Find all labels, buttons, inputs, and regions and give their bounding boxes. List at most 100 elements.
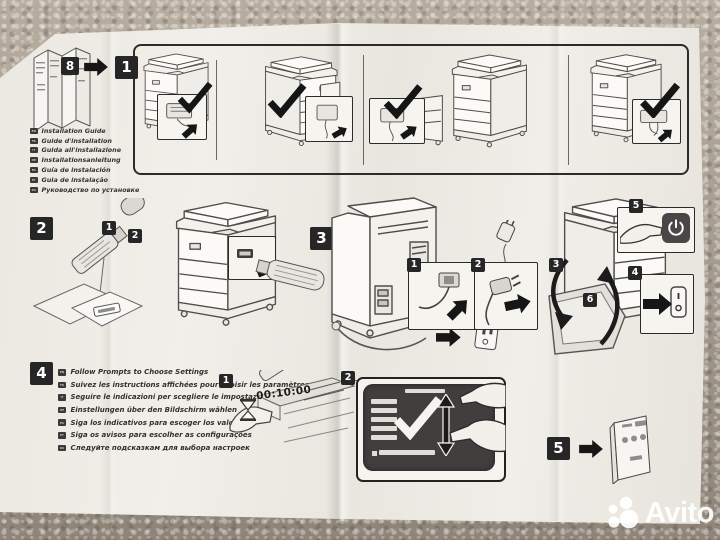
language-code-icon: RU [30,186,38,193]
instruction-label: Следуйте подсказкам для выбора настроек [70,443,250,452]
checkmark-icon [177,78,213,114]
usb-drive-and-envelope-illustration [32,198,145,327]
language-title-label: Руководство по установке [41,185,140,194]
power-sub-3-badge: 3 [549,258,563,272]
language-code-icon: IT [58,394,66,401]
power-plug-icon [485,274,533,326]
usb-port-icon [237,249,275,279]
language-title-label: Guida all'installazione [41,146,122,155]
watermark-brand-label: Avito [645,496,714,529]
language-title-label: Installation Guide [41,126,106,135]
instruction-row: RU Следуйте подсказкам для выбора настрое… [58,442,309,455]
power-sub-5-badge: 5 [629,199,643,213]
instruction-label: Seguire le indicazioni per scegliere le … [70,393,272,402]
arrow-right-icon [579,440,603,458]
power-button-panel [617,207,695,253]
marketplace-watermark: Avito [604,494,714,532]
language-code-icon: ES [58,419,66,426]
rocker-switch-icon [643,286,687,318]
instruction-row: ES Siga los indicativos para escoger los … [58,416,309,429]
step-2-sub-2-badge: 2 [128,229,142,243]
instruction-label: Siga los indicativos para escoger los va… [70,418,246,427]
usb-drive-large-icon [255,259,325,291]
panel-divider [568,55,569,165]
arrow-right-icon [84,58,108,76]
language-title-label: Installationsanleitung [41,156,121,165]
language-code-icon: DE [58,406,66,414]
menu-item-bar [371,417,397,422]
cord-connector-icon [496,220,516,266]
language-code-icon: DE [30,157,38,164]
step-4-sub-1-badge: 1 [219,374,233,388]
menu-item-bar [371,399,397,404]
power-sub-6-badge: 6 [583,293,597,307]
step-3-badge: 3 [310,227,333,250]
language-title-label: Guia de instalação [41,175,109,184]
language-code-icon: PT [30,176,38,183]
step-8-badge: 8 [61,57,79,75]
step-4-badge: 4 [30,362,53,385]
panel-divider [363,55,364,165]
language-code-icon: PT [58,432,66,439]
language-title-label: Guide d'installation [41,136,112,145]
panel-divider [216,60,217,160]
step-4-instruction-list: EN Follow Prompts to Choose Settings FR Su… [58,366,309,454]
avito-logo-icon [608,496,639,529]
screen-title-bar [405,389,445,393]
instruction-row: IT Seguire le indicazioni per scegliere l… [58,391,309,404]
instruction-row: PT Siga os avisos para escolher as config… [58,429,309,442]
instruction-row: EN Follow Prompts to Choose Settings [58,366,309,379]
power-cord-inset [408,262,480,330]
hands-tapping-icon [449,382,506,453]
instruction-label: Siga os avisos para escolher as configur… [70,431,252,440]
cable-detail-icon [316,104,350,141]
language-code-icon: ES [30,167,38,174]
power-sub-4-badge: 4 [628,266,642,280]
menu-item-bar [371,435,397,440]
language-code-icon: EN [30,127,38,134]
checkmark-icon [639,80,681,118]
step-1-badge: 1 [115,56,138,79]
scroll-arrow-icon [437,394,455,456]
selected-item-bar [379,450,435,455]
instruction-row: FR Suivez les instructions affichées pour… [58,379,309,392]
menu-item-bar [371,426,397,431]
power-icon [668,219,684,236]
step-5-badge: 5 [547,437,570,460]
step-3-sub-2-badge: 2 [471,258,485,272]
hand-pressing-icon [620,223,663,244]
language-code-icon: IT [30,147,38,154]
checkmark-icon [267,80,307,118]
power-cord-icon [418,272,474,325]
language-code-icon: FR [30,137,38,144]
touchscreen-panel [356,377,506,482]
detail-inset-3 [369,98,425,144]
step-4-sub-2-badge: 2 [341,371,355,385]
menu-item-bar [371,408,397,413]
main-switch-inset [640,274,694,334]
detail-inset-2 [305,96,353,142]
language-title-label: Guía de instalación [41,166,111,175]
power-button [662,213,690,243]
door-open-close-illustration [548,258,626,355]
checkbox-icon [371,450,378,457]
wait-timer-illustration [229,370,356,443]
language-code-icon: RU [58,444,66,452]
instruction-label: Suivez les instructions affichées pour c… [70,380,309,389]
step-2-sub-1-badge: 1 [102,221,116,235]
folded-pamphlet-icon [33,47,91,133]
language-code-icon: FR [58,381,66,389]
step-3-sub-1-badge: 1 [407,258,421,272]
instruction-label: Follow Prompts to Choose Settings [70,368,209,377]
language-code-icon: EN [58,369,66,376]
